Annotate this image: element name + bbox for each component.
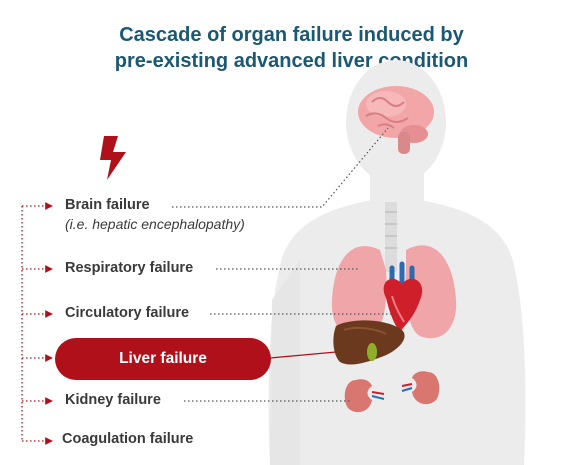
liver-icon <box>333 320 405 365</box>
trachea-icon <box>385 202 397 272</box>
label-coagulation-failure: Coagulation failure <box>62 431 194 447</box>
lungs-icon <box>331 245 457 339</box>
heart-icon <box>383 261 423 332</box>
label-circulatory-failure: Circulatory failure <box>65 305 190 321</box>
label-brain-note: (i.e. hepatic encephalopathy) <box>65 216 245 232</box>
label-liver-failure: Liver failure <box>55 338 271 380</box>
kidneys-icon <box>344 371 440 413</box>
leader-lines <box>172 127 396 402</box>
lightning-bolt-icon <box>100 136 126 180</box>
label-brain-failure: Brain failure <box>65 197 150 213</box>
brain-icon <box>358 86 434 154</box>
label-kidney-failure: Kidney failure <box>65 392 161 408</box>
label-respiratory-failure: Respiratory failure <box>65 260 194 276</box>
leader-liver <box>269 351 337 359</box>
title-line-1: Cascade of organ failure induced by <box>119 24 464 46</box>
cascade-bracket <box>21 202 53 445</box>
